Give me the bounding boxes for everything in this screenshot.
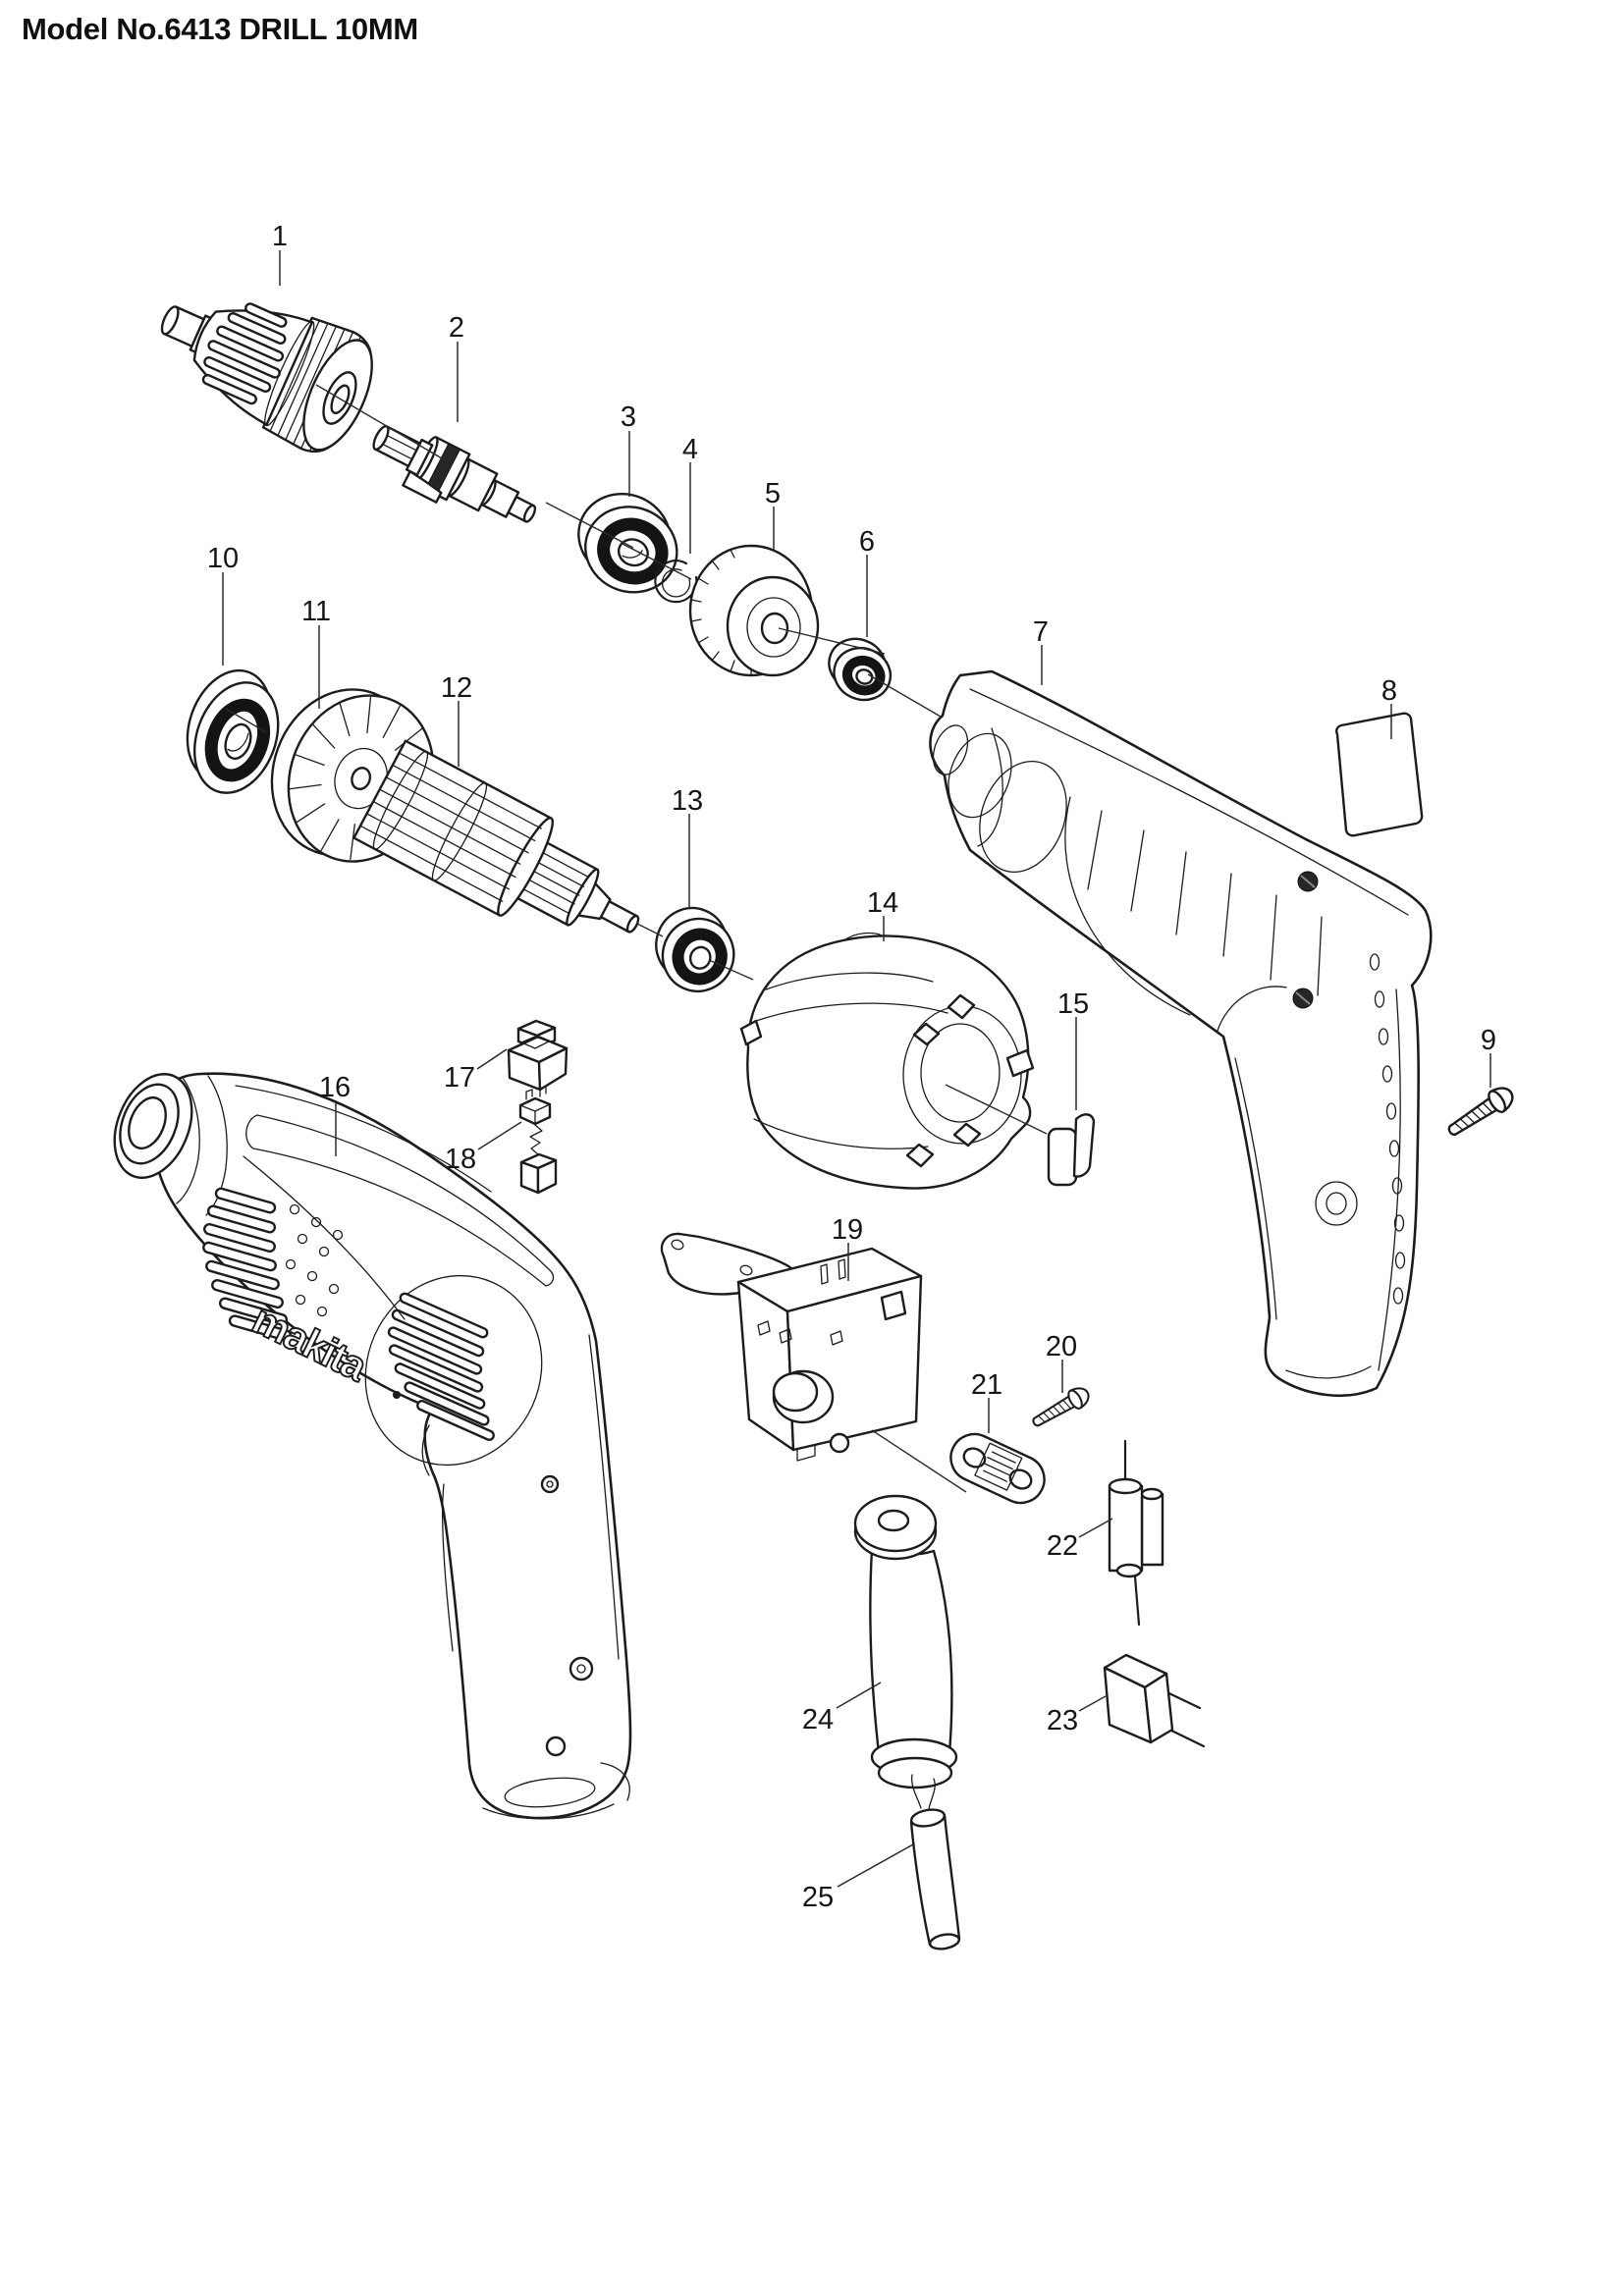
part-label-19-switch: 19 [832, 1214, 863, 1246]
part-housing-right-drawing [929, 669, 1433, 1398]
part-cord-clamp-drawing [949, 1432, 1046, 1505]
part-label-13-ball-bearing: 13 [672, 785, 703, 817]
housing-vent-holes [1369, 953, 1406, 1305]
assembly-axis-line [945, 1084, 1048, 1135]
part-motor-housing-drawing: makita [113, 1072, 632, 1820]
part-gear-drawing [688, 544, 820, 677]
part-label-4-retaining-ring: 4 [682, 434, 698, 465]
leader-line-24-side-grip [836, 1682, 882, 1709]
page-title: Model No.6413 DRILL 10MM [22, 12, 418, 46]
part-label-24-side-grip: 24 [802, 1704, 834, 1735]
part-bearing-6-drawing [828, 637, 893, 702]
leader-line-23-terminal-block [1078, 1695, 1107, 1712]
part-label-12-armature: 12 [441, 672, 472, 704]
assembly-axis-line [871, 1429, 967, 1493]
leader-line-17-brush-holder [476, 1048, 508, 1070]
part-name-plate-drawing [1335, 712, 1424, 837]
part-label-11-fan: 11 [301, 596, 331, 627]
part-label-17-brush-holder: 17 [444, 1062, 475, 1094]
part-terminal-block-drawing [1103, 1653, 1206, 1748]
part-label-6-ball-bearing: 6 [859, 526, 875, 558]
part-screw-9-drawing [1447, 1087, 1514, 1136]
part-power-cord-drawing [909, 1774, 961, 1950]
leader-line-22-noise-suppressor [1078, 1518, 1113, 1538]
assembly-axis-line [315, 384, 443, 459]
part-label-18-carbon-brush: 18 [445, 1144, 476, 1175]
part-switch-drawing [660, 1232, 923, 1462]
part-label-3-ball-bearing: 3 [621, 401, 636, 433]
part-label-10-ball-bearing: 10 [207, 543, 239, 574]
part-screw-20-drawing [1032, 1387, 1090, 1427]
part-bearing-10-drawing [186, 668, 280, 794]
assembly-axis-line [225, 708, 267, 733]
left-vent-slots [202, 1187, 293, 1342]
part-label-16-motor-housing: 16 [319, 1072, 351, 1103]
part-bearing-3-drawing [577, 492, 678, 594]
part-label-20-tapping-screw: 20 [1046, 1331, 1077, 1362]
part-label-5-gear: 5 [765, 478, 781, 509]
leader-line-18-carbon-brush [477, 1121, 522, 1150]
right-vent-slots [387, 1292, 495, 1441]
part-label-21-cord-clamp: 21 [971, 1369, 1002, 1401]
part-label-9-tapping-screw: 9 [1481, 1025, 1496, 1056]
part-label-1-drill-chuck: 1 [272, 221, 288, 252]
part-label-7-housing-right-half: 7 [1033, 616, 1049, 648]
assembly-axis-line [620, 542, 692, 580]
part-chuck-drawing [160, 302, 373, 454]
logo-dot [393, 1391, 401, 1399]
part-label-25-power-cord: 25 [802, 1882, 834, 1913]
part-baffle-drawing [1047, 1113, 1096, 1187]
part-armature-drawing [352, 739, 640, 934]
assembly-axis-line [867, 673, 942, 718]
part-bearing-13-drawing [655, 906, 735, 992]
assembly-axis-line [636, 923, 664, 937]
part-noise-suppressor-drawing [1108, 1439, 1164, 1627]
part-label-23-terminal-block: 23 [1047, 1705, 1078, 1736]
leader-line-25-power-cord [837, 1843, 914, 1888]
part-label-8-name-plate: 8 [1381, 675, 1397, 707]
part-label-22-noise-suppressor: 22 [1047, 1530, 1078, 1562]
part-carbon-brush-drawing [518, 1086, 558, 1195]
speckle-dots [285, 1203, 344, 1317]
part-brush-holder-drawing [507, 1019, 568, 1092]
part-spindle-drawing [372, 424, 537, 523]
part-side-grip-drawing [853, 1494, 958, 1789]
assembly-axis-line [545, 502, 634, 549]
assembly-axis-line [708, 959, 754, 981]
part-field-drawing [739, 932, 1035, 1190]
part-label-15-baffle-plate: 15 [1057, 988, 1089, 1020]
assembly-axis-line [778, 627, 886, 655]
part-label-2-spindle: 2 [449, 312, 464, 344]
part-label-14-field-stator: 14 [867, 887, 898, 919]
